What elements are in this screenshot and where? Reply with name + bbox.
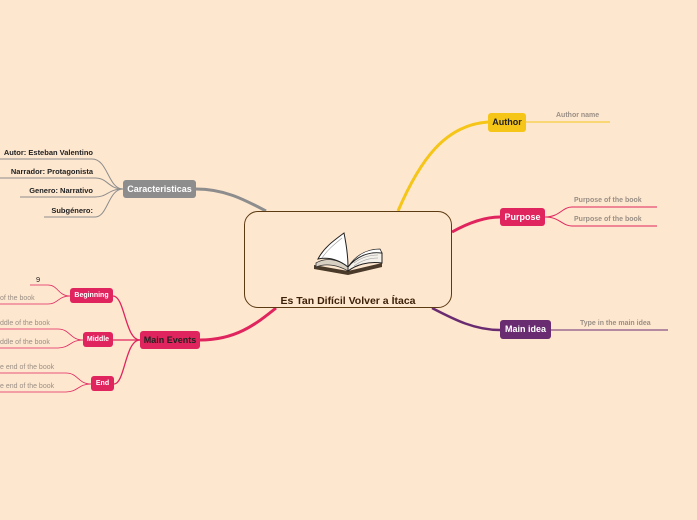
author-label: Author: [492, 117, 522, 127]
end-node[interactable]: End: [91, 376, 114, 391]
caracteristicas-node[interactable]: Caracteristicas: [123, 180, 196, 198]
purpose-child-1[interactable]: Purpose of the book: [574, 197, 642, 204]
beginning-node[interactable]: Beginning: [70, 288, 113, 303]
main-idea-child[interactable]: Type in the main idea: [580, 320, 651, 327]
open-book-icon: [314, 232, 383, 275]
caracteristica-genero[interactable]: Genero: Narrativo: [29, 186, 93, 195]
main-events-node[interactable]: Main Events: [140, 331, 200, 349]
purpose-node[interactable]: Purpose: [500, 208, 545, 226]
middle-child-2[interactable]: ddle of the book: [0, 339, 50, 346]
caracteristica-autor[interactable]: Autor: Esteban Valentino: [3, 148, 93, 157]
end-child-2[interactable]: e end of the book: [0, 383, 55, 390]
caracteristica-narrador[interactable]: Narrador: Protagonista: [10, 167, 93, 176]
author-name-text[interactable]: Author name: [556, 112, 600, 119]
end-label: End: [95, 380, 110, 387]
caracteristica-subgenero[interactable]: Subgénero:: [51, 206, 93, 215]
beginning-label: Beginning: [74, 292, 109, 299]
author-node[interactable]: Author: [488, 113, 526, 132]
main-idea-node[interactable]: Main idea: [500, 320, 551, 339]
purpose-label: Purpose: [504, 211, 541, 222]
end-child-1[interactable]: e end of the book: [0, 364, 55, 371]
beginning-child-1[interactable]: 9: [36, 275, 41, 284]
main-events-label: Main Events: [143, 334, 197, 345]
central-topic-title: Es Tan Difícil Volver a Ítaca: [280, 295, 416, 307]
caracteristicas-label: Caracteristicas: [127, 183, 192, 194]
middle-node[interactable]: Middle: [83, 332, 113, 347]
purpose-child-2[interactable]: Purpose of the book: [574, 216, 642, 223]
middle-label: Middle: [86, 336, 110, 343]
middle-child-1[interactable]: ddle of the book: [0, 320, 50, 327]
main-idea-label: Main idea: [504, 324, 546, 334]
beginning-child-2[interactable]: of the book: [0, 295, 35, 302]
